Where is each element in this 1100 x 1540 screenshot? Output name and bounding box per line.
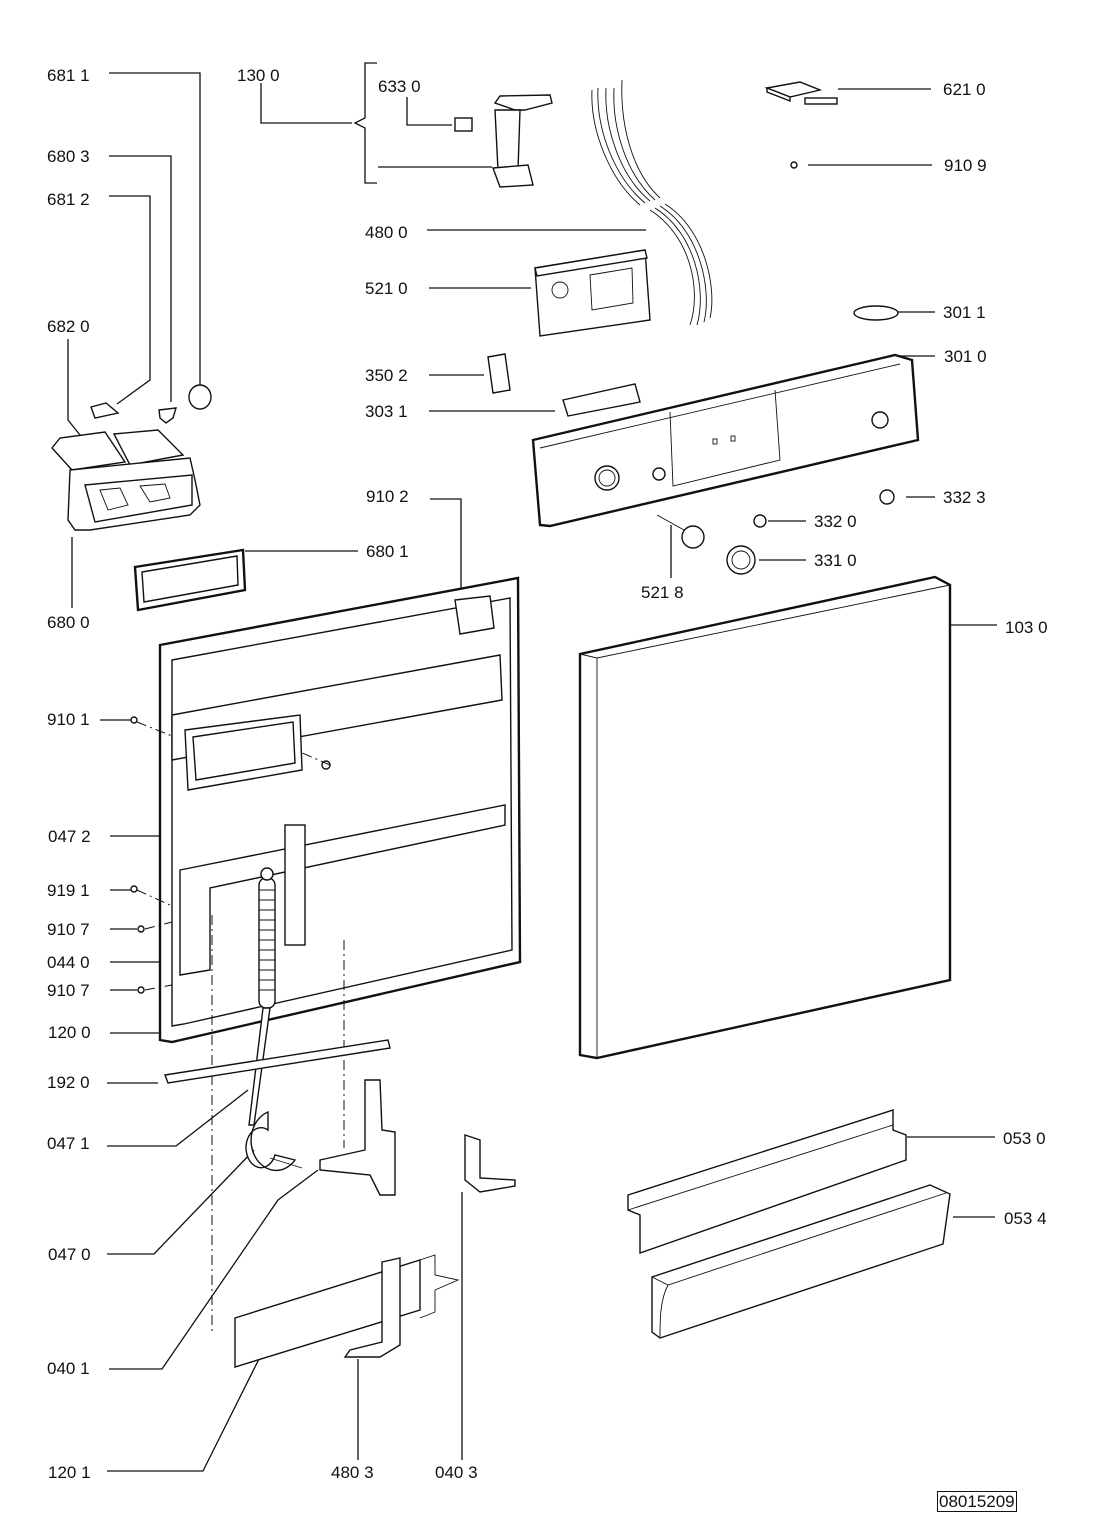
knob-332-0 bbox=[753, 514, 767, 528]
leader-910-2 bbox=[430, 498, 462, 610]
leader-120-1 bbox=[107, 1356, 261, 1472]
label-919-1: 919 1 bbox=[47, 881, 90, 900]
label-680-1: 680 1 bbox=[366, 542, 409, 561]
control-panel-301-0 bbox=[531, 353, 920, 528]
label-120-0: 120 0 bbox=[48, 1023, 91, 1042]
outer-door-panel-103-0 bbox=[578, 575, 952, 1060]
leader-633-0 bbox=[406, 97, 452, 126]
label-521-0: 521 0 bbox=[365, 279, 408, 298]
label-910-9: 910 9 bbox=[944, 156, 987, 175]
label-044-0: 044 0 bbox=[47, 953, 90, 972]
rail-120-1 bbox=[234, 1254, 460, 1368]
kickboard-cover-053-4 bbox=[651, 1184, 951, 1339]
screw-919-1 bbox=[130, 885, 138, 893]
label-681-2: 681 2 bbox=[47, 190, 90, 209]
dispenser-gasket-680-1 bbox=[133, 548, 247, 612]
kickboard-053-0 bbox=[627, 1109, 907, 1254]
knob-331-0 bbox=[726, 545, 756, 575]
label-053-0: 053 0 bbox=[1003, 1129, 1046, 1148]
bracket-130-0 bbox=[353, 62, 377, 184]
hinge-plate-910-2 bbox=[454, 595, 495, 635]
dispenser-chamber bbox=[84, 474, 193, 523]
screw-910-9 bbox=[790, 161, 798, 169]
cap-301-1 bbox=[853, 305, 899, 321]
label-682-0: 682 0 bbox=[47, 317, 90, 336]
leader-047-0 bbox=[107, 1149, 255, 1255]
knob-332-3 bbox=[879, 489, 895, 505]
dispenser-clip-681-2 bbox=[90, 402, 120, 419]
label-350-2: 350 2 bbox=[365, 366, 408, 385]
wiring-harness-480-0 bbox=[591, 79, 713, 326]
label-521-8: 521 8 bbox=[641, 583, 684, 602]
dispenser-lid-right bbox=[112, 429, 185, 466]
rivet-680-3 bbox=[158, 407, 177, 424]
screw-910-7-lower bbox=[137, 986, 145, 994]
label-192-0: 192 0 bbox=[47, 1073, 90, 1092]
label-910-7-upper: 910 7 bbox=[47, 920, 90, 939]
label-040-3: 040 3 bbox=[435, 1463, 478, 1482]
label-910-1: 910 1 bbox=[47, 710, 90, 729]
leader-681-2 bbox=[109, 195, 151, 405]
leader-040-1 bbox=[109, 1169, 319, 1370]
leader-130-0 bbox=[260, 83, 352, 124]
bracket-040-3 bbox=[464, 1134, 516, 1193]
cap-681-1 bbox=[188, 384, 212, 410]
label-301-0: 301 0 bbox=[944, 347, 987, 366]
button-block-303-1 bbox=[562, 383, 641, 417]
label-910-2: 910 2 bbox=[366, 487, 409, 506]
label-332-0: 332 0 bbox=[814, 512, 857, 531]
label-621-0: 621 0 bbox=[943, 80, 986, 99]
label-680-3: 680 3 bbox=[47, 147, 90, 166]
bracket-040-1 bbox=[319, 1079, 396, 1196]
leader-681-1 bbox=[109, 72, 201, 385]
pulley-047-0 bbox=[245, 1110, 303, 1172]
support-480-3 bbox=[343, 1257, 401, 1358]
label-681-1: 681 1 bbox=[47, 66, 90, 85]
leader-680-3 bbox=[109, 155, 172, 402]
label-303-1: 303 1 bbox=[365, 402, 408, 421]
lock-top-plate bbox=[493, 94, 553, 111]
label-130-0: 130 0 bbox=[237, 66, 280, 85]
inner-door-120-0 bbox=[130, 576, 522, 1335]
label-480-0: 480 0 bbox=[365, 223, 408, 242]
dispenser-lid-682-0 bbox=[51, 431, 127, 471]
label-040-1: 040 1 bbox=[47, 1359, 90, 1378]
label-053-4: 053 4 bbox=[1004, 1209, 1047, 1228]
switch-350-2 bbox=[487, 353, 511, 394]
reference-number: 08015209 bbox=[937, 1491, 1017, 1512]
microswitch-633-0 bbox=[454, 117, 473, 132]
label-120-1: 120 1 bbox=[48, 1463, 91, 1482]
label-680-0: 680 0 bbox=[47, 613, 90, 632]
label-331-0: 331 0 bbox=[814, 551, 857, 570]
label-301-1: 301 1 bbox=[943, 303, 986, 322]
screw-910-1 bbox=[130, 716, 138, 724]
electronic-module-521-0 bbox=[534, 249, 651, 337]
label-103-0: 103 0 bbox=[1005, 618, 1048, 637]
label-633-0: 633 0 bbox=[378, 77, 421, 96]
screw-910-7-upper bbox=[137, 925, 145, 933]
leader-682-0 bbox=[67, 339, 85, 441]
label-047-1: 047 1 bbox=[47, 1134, 90, 1153]
label-480-3: 480 3 bbox=[331, 1463, 374, 1482]
label-910-7-lower: 910 7 bbox=[47, 981, 90, 1000]
label-047-0: 047 0 bbox=[48, 1245, 91, 1264]
knob-521-8 bbox=[656, 514, 705, 549]
label-332-3: 332 3 bbox=[943, 488, 986, 507]
label-047-2: 047 2 bbox=[48, 827, 91, 846]
door-lock-130-0 bbox=[454, 94, 553, 188]
module-621-0 bbox=[764, 81, 838, 105]
strip-192-0 bbox=[164, 1039, 391, 1084]
leader-047-1 bbox=[107, 1089, 249, 1147]
detergent-dispenser bbox=[51, 384, 212, 531]
